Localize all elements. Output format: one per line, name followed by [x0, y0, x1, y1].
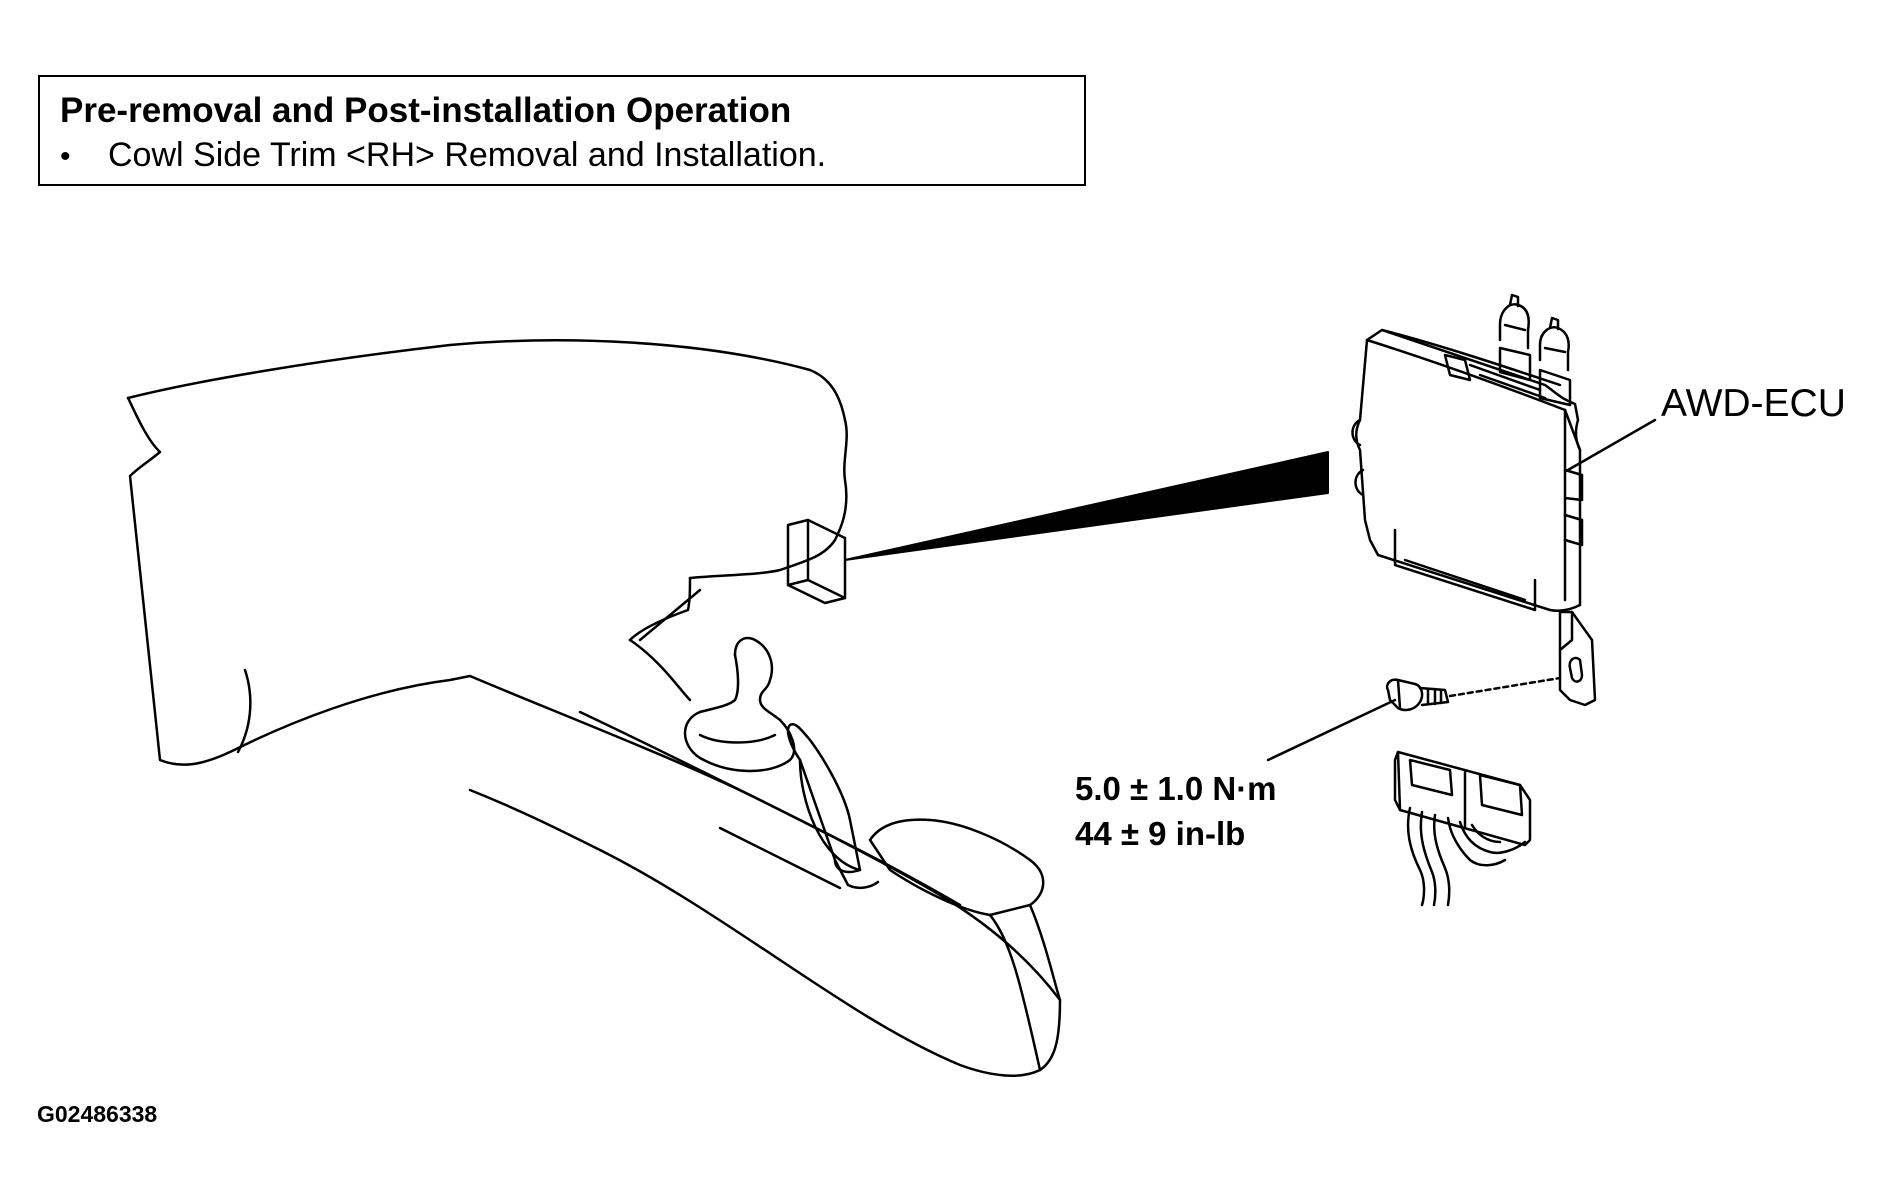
bullet-icon: • [60, 140, 71, 173]
figure-id: G02486338 [37, 1101, 158, 1127]
ecu-leader-line [1566, 418, 1657, 472]
installation-guide-line [1448, 676, 1562, 698]
operation-item-text: Cowl Side Trim <RH> Removal and Installa… [108, 136, 827, 174]
operation-box: Pre-removal and Post-installation Operat… [38, 75, 1086, 186]
torque-leader-line [1266, 698, 1397, 762]
torque-imperial-value: 44 ± 9 in-lb [1075, 815, 1246, 852]
harness-connector [1393, 750, 1532, 907]
mounting-bolt [1385, 678, 1450, 712]
awd-ecu-label: AWD-ECU [1661, 382, 1846, 425]
operation-title: Pre-removal and Post-installation Operat… [60, 91, 792, 130]
torque-specification: 5.0 ± 1.0 N·m 44 ± 9 in-lb [1075, 766, 1277, 856]
center-console [468, 674, 1062, 1077]
dashboard-outline [126, 339, 848, 766]
operation-item: • Cowl Side Trim <RH> Removal and Install… [60, 133, 1064, 179]
awd-ecu-unit [1351, 293, 1597, 707]
parking-brake-lever [786, 723, 880, 890]
callout-wedge [844, 451, 1329, 561]
shift-lever [683, 636, 796, 773]
torque-metric-value: 5.0 ± 1.0 N·m [1075, 770, 1277, 807]
ecu-location-marker [786, 518, 847, 605]
